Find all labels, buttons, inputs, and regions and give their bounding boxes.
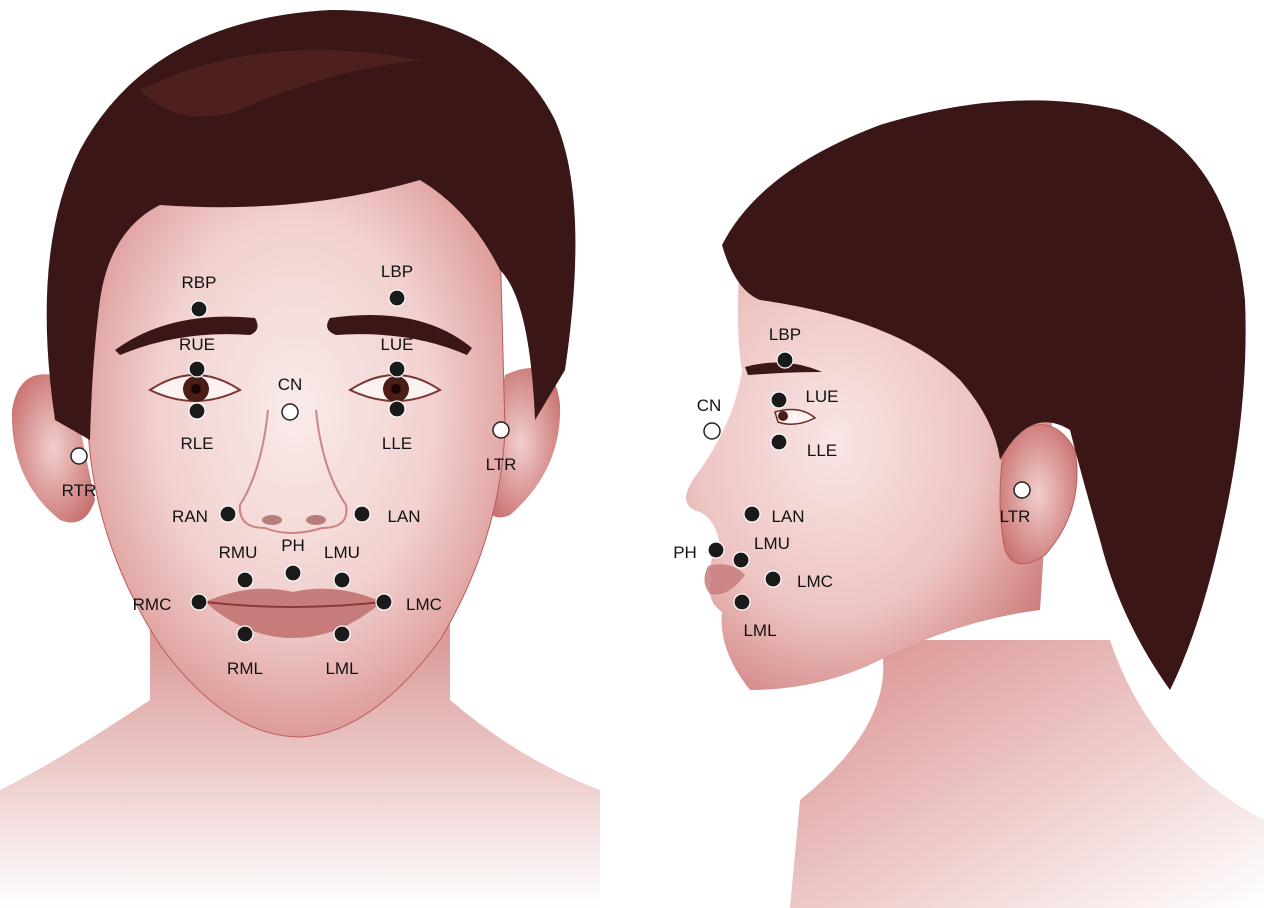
front-lmc-marker bbox=[376, 594, 392, 610]
side-ltr-label: LTR bbox=[1000, 507, 1031, 526]
front-lbp-marker bbox=[389, 290, 405, 306]
front-rbp-marker bbox=[191, 301, 207, 317]
front-ran-label: RAN bbox=[172, 507, 208, 526]
front-rue-label: RUE bbox=[179, 335, 215, 354]
side-cn-marker bbox=[704, 423, 720, 439]
front-rml-marker bbox=[237, 626, 253, 642]
side-lbp-label: LBP bbox=[769, 325, 801, 344]
front-lml-label: LML bbox=[325, 659, 358, 678]
side-lmc-marker bbox=[765, 571, 781, 587]
side-ltr-marker bbox=[1014, 482, 1030, 498]
front-rle-label: RLE bbox=[180, 434, 213, 453]
front-ltr-marker bbox=[493, 422, 509, 438]
side-lue-marker bbox=[771, 392, 787, 408]
front-lbp-label: LBP bbox=[381, 262, 413, 281]
front-rue-marker bbox=[189, 361, 205, 377]
side-lle-marker bbox=[771, 434, 787, 450]
front-ran-marker bbox=[220, 506, 236, 522]
side-lml-label: LML bbox=[743, 621, 776, 640]
side-lmc-label: LMC bbox=[797, 572, 833, 591]
front-rle-marker bbox=[189, 403, 205, 419]
side-lmu-marker bbox=[733, 552, 749, 568]
front-lmu-label: LMU bbox=[324, 543, 360, 562]
side-lml-marker bbox=[734, 594, 750, 610]
side-lan-label: LAN bbox=[771, 507, 804, 526]
front-rtr-marker bbox=[71, 448, 87, 464]
side-ear bbox=[1000, 425, 1077, 564]
side-lle-label: LLE bbox=[807, 441, 837, 460]
front-ph-marker bbox=[285, 565, 301, 581]
front-rbp-label: RBP bbox=[182, 273, 217, 292]
front-lle-marker bbox=[389, 401, 405, 417]
side-lue-label: LUE bbox=[805, 387, 838, 406]
side-neck bbox=[790, 640, 1264, 908]
side-lmu-label: LMU bbox=[754, 534, 790, 553]
front-lmc-label: LMC bbox=[406, 595, 442, 614]
front-lue-marker bbox=[389, 361, 405, 377]
front-ltr-label: LTR bbox=[486, 455, 517, 474]
front-rmc-label: RMC bbox=[133, 595, 172, 614]
front-lmu-marker bbox=[334, 572, 350, 588]
side-ph-marker bbox=[708, 542, 724, 558]
side-lbp-marker bbox=[777, 352, 793, 368]
front-lml-marker bbox=[334, 626, 350, 642]
front-cn-label: CN bbox=[278, 375, 303, 394]
front-rmu-label: RMU bbox=[219, 543, 258, 562]
front-rml-label: RML bbox=[227, 659, 263, 678]
front-rtr-label: RTR bbox=[62, 481, 97, 500]
front-rmc-marker bbox=[191, 594, 207, 610]
front-lan-marker bbox=[354, 506, 370, 522]
side-lan-marker bbox=[744, 506, 760, 522]
front-ph-label: PH bbox=[281, 536, 305, 555]
side-ph-label: PH bbox=[673, 543, 697, 562]
front-rmu-marker bbox=[237, 572, 253, 588]
front-lan-label: LAN bbox=[387, 507, 420, 526]
front-cn-marker bbox=[282, 404, 298, 420]
front-lle-label: LLE bbox=[382, 434, 412, 453]
side-view bbox=[686, 100, 1264, 908]
front-lue-label: LUE bbox=[380, 335, 413, 354]
side-cn-label: CN bbox=[697, 396, 722, 415]
